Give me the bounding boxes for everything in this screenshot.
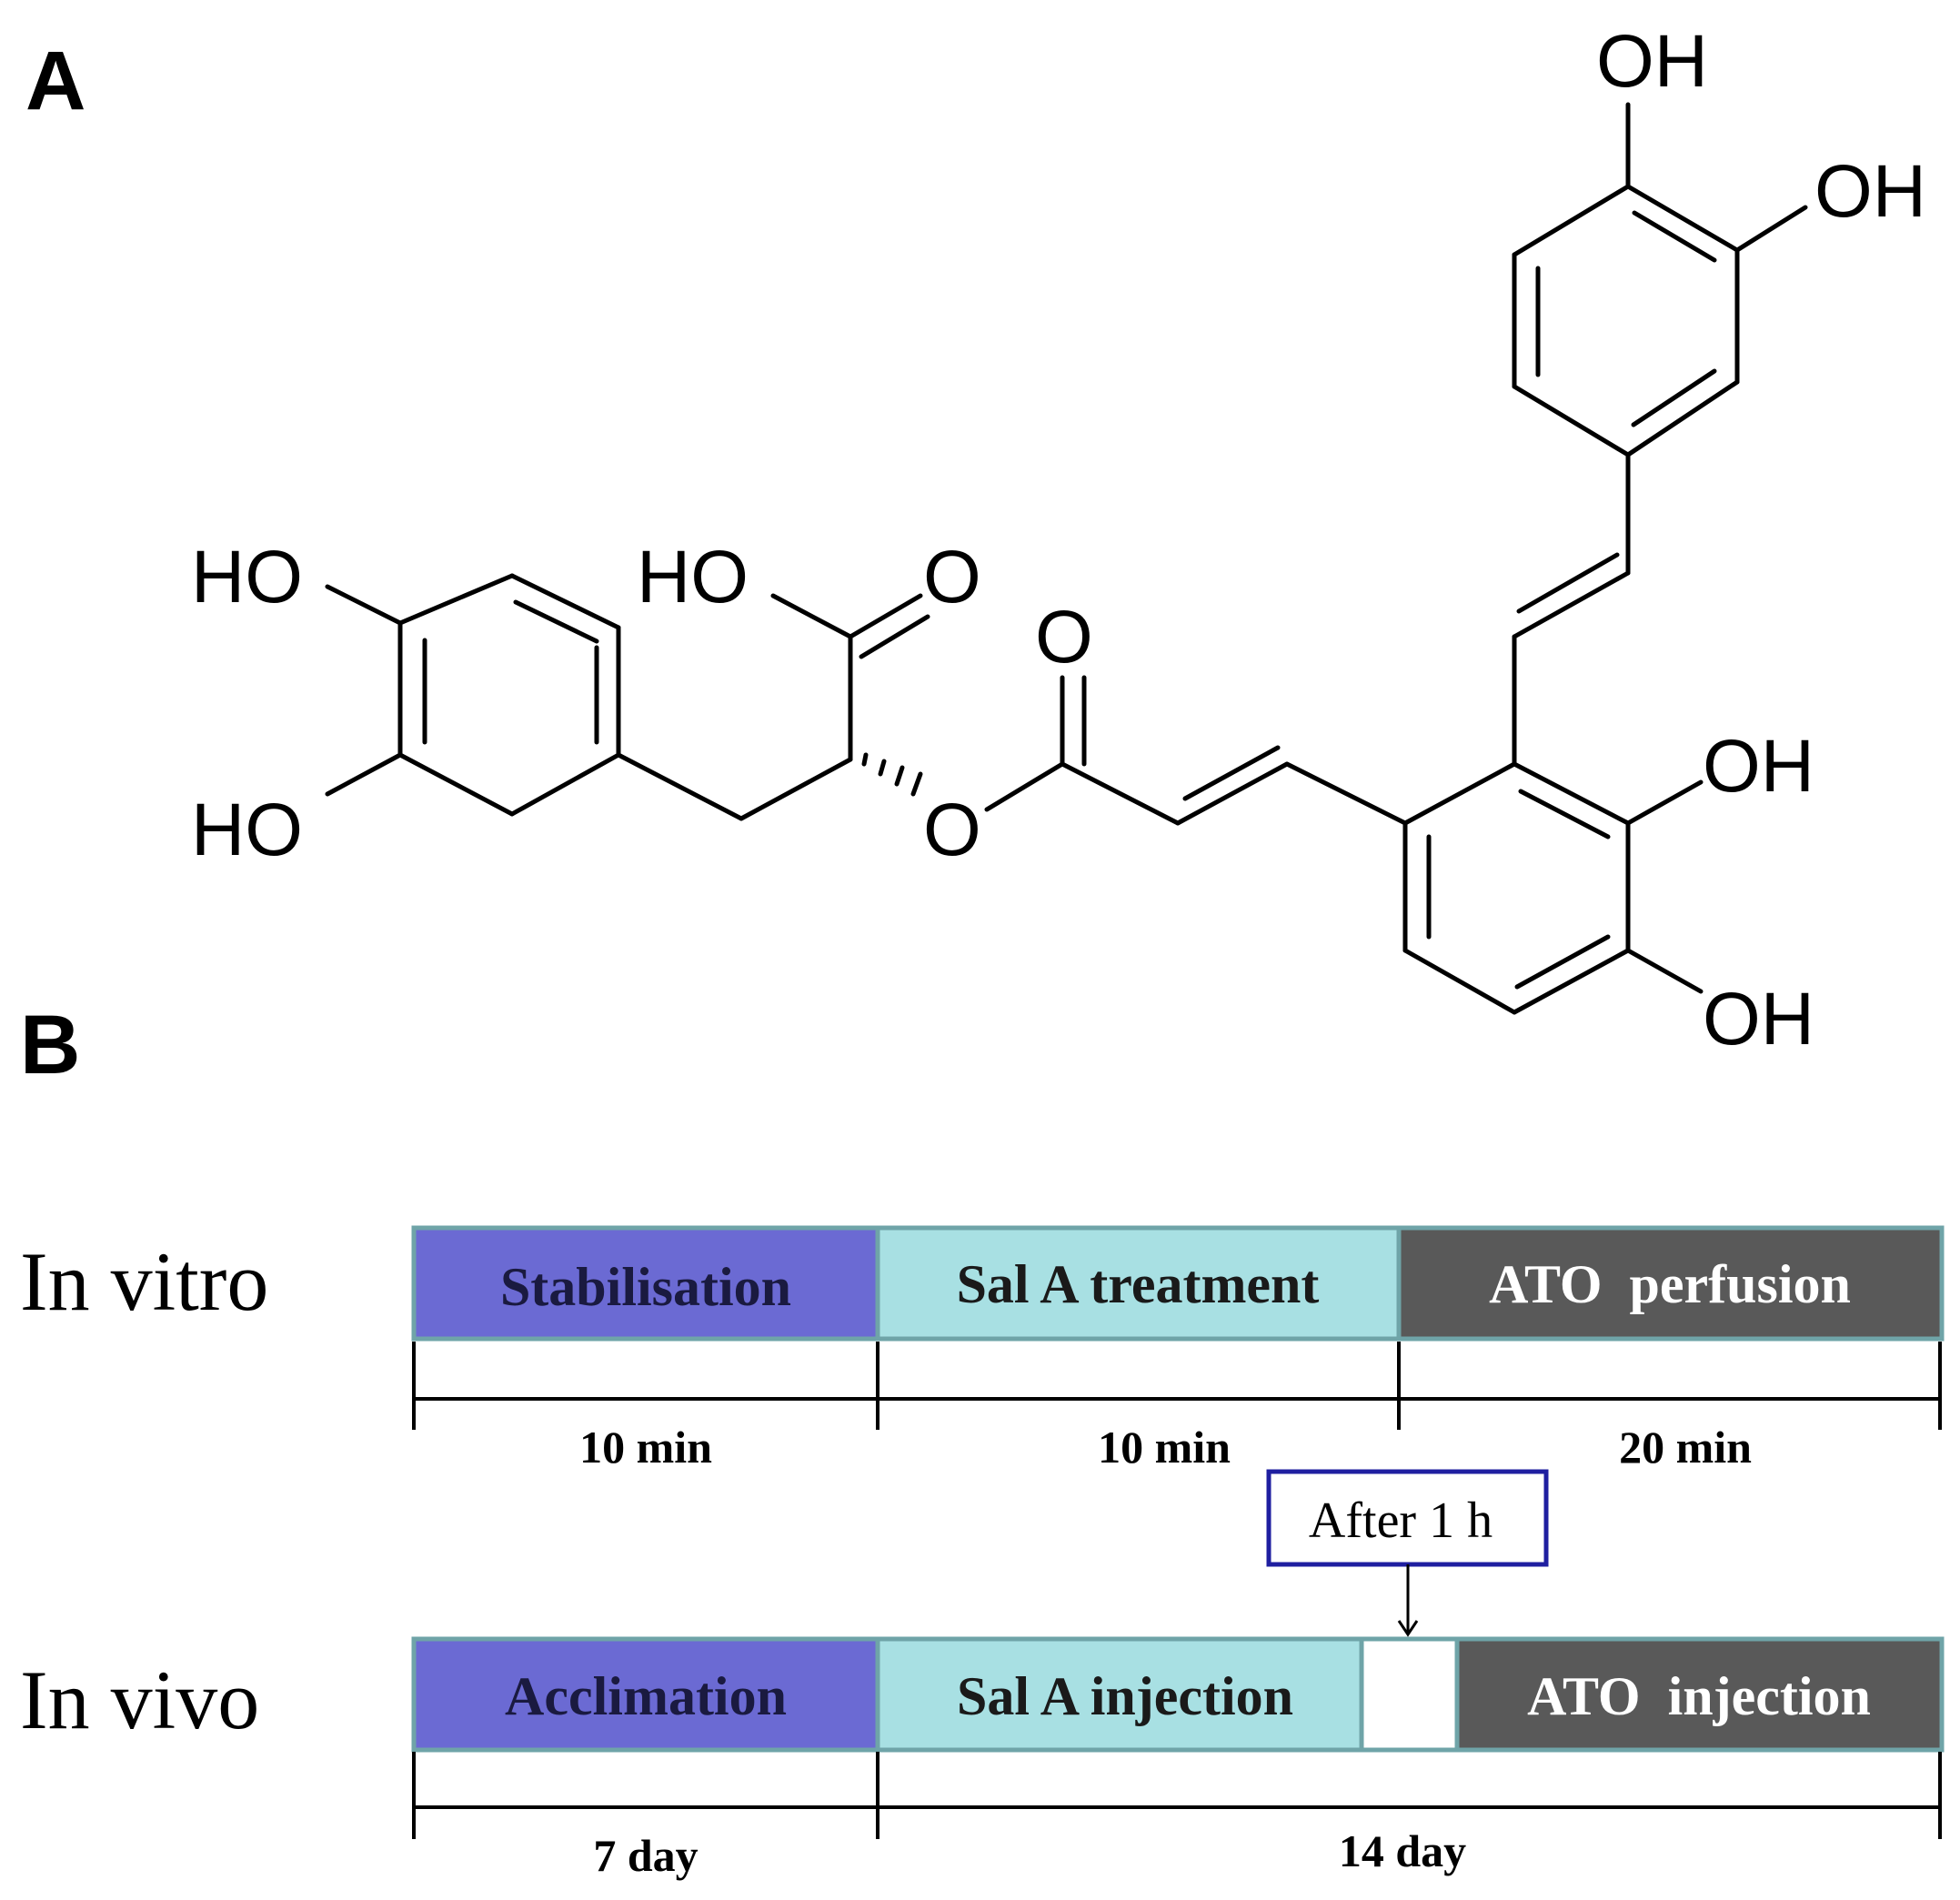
in-vivo-timeline: In vivo Acclimation Sal A injection ATO … (20, 1636, 1945, 1881)
in-vitro-timeline: In vitro Stabilisation Sal A treatment A… (20, 1225, 1945, 1473)
in-vitro-label: In vitro (20, 1235, 268, 1328)
atom-o-ester: O (923, 789, 981, 871)
ato-perfusion-label: ATO perfusion (1489, 1254, 1851, 1314)
sal-a-injection-segment (875, 1636, 1364, 1753)
atom-oh-top: OH (1596, 20, 1708, 103)
after-1h-callout: After 1 h (1266, 1469, 1549, 1637)
atom-ho-acid: HO (637, 536, 749, 618)
atom-oh-lower-right-lower: OH (1703, 978, 1814, 1061)
atom-oh-upper-right: OH (1814, 150, 1926, 233)
acclimation-segment (411, 1636, 880, 1753)
salvianolic-acid-structure: OH OH HO HO HO O O O OH OH (191, 20, 1926, 1061)
ato-perfusion-segment (1396, 1225, 1945, 1342)
sal-a-treatment-segment (875, 1225, 1402, 1342)
duration-label: 10 min (1098, 1422, 1231, 1473)
panel-b-letter: B (20, 999, 80, 1091)
callout-text: After 1 h (1309, 1493, 1493, 1549)
left-benzene-ring (397, 573, 621, 817)
atom-ho-left-lower: HO (191, 789, 303, 871)
in-vivo-label: In vivo (20, 1654, 259, 1746)
atom-ho-left-upper: HO (191, 536, 303, 618)
callout-arrow-head (1397, 1620, 1419, 1637)
hashed-wedge-bond (861, 752, 923, 797)
atom-o-carbonyl-ester: O (1035, 596, 1093, 679)
sal-a-treatment-label: Sal A treatment (957, 1254, 1320, 1314)
upper-benzene-ring (1512, 184, 1740, 457)
lower-right-benzene-ring (1402, 761, 1631, 1015)
atom-o-carbonyl-acid: O (923, 536, 981, 618)
ato-injection-label: ATO injection (1527, 1666, 1871, 1726)
acclimation-label: Acclimation (505, 1666, 787, 1726)
atom-oh-lower-right-upper: OH (1703, 725, 1814, 808)
sal-a-injection-label: Sal A injection (957, 1666, 1293, 1726)
duration-label: 14 day (1339, 1825, 1466, 1876)
gap-segment (1359, 1636, 1460, 1753)
duration-label: 20 min (1619, 1422, 1752, 1473)
duration-label: 10 min (579, 1422, 712, 1473)
stabilisation-label: Stabilisation (500, 1257, 791, 1317)
stabilisation-segment (411, 1225, 880, 1342)
duration-label: 7 day (593, 1830, 698, 1881)
callout-box (1266, 1469, 1549, 1567)
panel-a-letter: A (25, 35, 85, 127)
ato-injection-segment (1454, 1636, 1945, 1753)
